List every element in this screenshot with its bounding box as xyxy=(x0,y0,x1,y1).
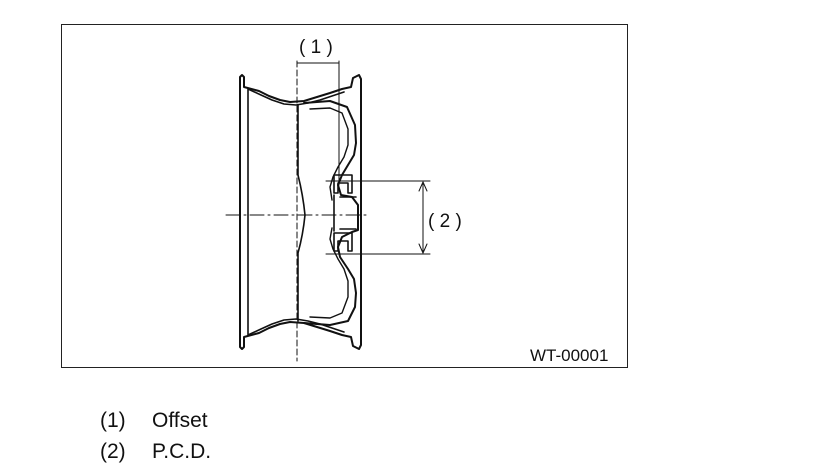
wheel-disc-inner-profile xyxy=(309,107,349,319)
legend-number: (1) xyxy=(100,409,126,432)
rim-inner-profile xyxy=(247,88,345,336)
pcd-callout-label: ( 2 ) xyxy=(428,211,462,232)
legend-label: Offset xyxy=(152,409,208,432)
wheel-cross-section-diagram: ( 1 ) ( 2 ) WT-00001 xyxy=(225,37,608,365)
legend-item-offset: (1) Offset xyxy=(100,405,211,436)
hub-bolt-section-lower xyxy=(333,232,353,252)
legend-label: P.C.D. xyxy=(152,440,212,463)
rim-outer-profile xyxy=(239,74,362,350)
hub-face xyxy=(333,194,357,232)
wheel-disc-profile xyxy=(303,100,359,326)
offset-callout-label: ( 1 ) xyxy=(299,37,333,58)
wheel-diagram-frame: ( 1 ) ( 2 ) WT-00001 xyxy=(61,24,628,368)
legend-number: (2) xyxy=(100,440,126,463)
figure-code: WT-00001 xyxy=(530,346,608,365)
legend-list: (1) Offset (2) P.C.D. xyxy=(100,405,211,467)
rim-barrel-line xyxy=(297,104,306,322)
pcd-arrow-bottom xyxy=(418,243,428,254)
hub-bolt-section-upper xyxy=(333,174,353,194)
pcd-arrow-top xyxy=(418,181,428,192)
legend-item-pcd: (2) P.C.D. xyxy=(100,436,211,467)
